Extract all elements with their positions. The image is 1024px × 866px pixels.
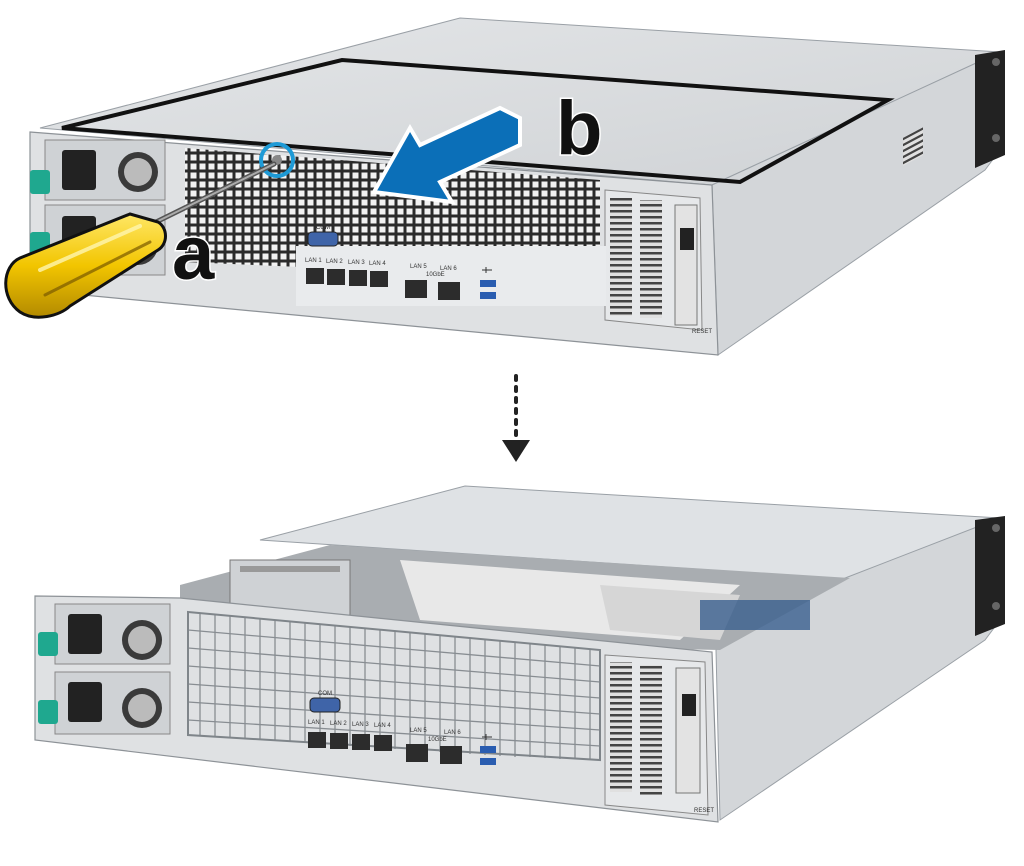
screw-highlight-icon — [259, 142, 295, 178]
psu-release-tab — [30, 170, 50, 194]
lan5-label-opened: LAN 5 — [410, 728, 427, 734]
com-label-opened: COM — [318, 691, 332, 697]
com-port — [307, 231, 339, 247]
lan6-label: LAN 6 — [440, 266, 457, 272]
usb-icon — [482, 734, 492, 740]
lan2-label-opened: LAN 2 — [330, 721, 347, 727]
lan4-label: LAN 4 — [369, 261, 386, 267]
lan4-label-opened: LAN 4 — [374, 723, 391, 729]
lan2-label: LAN 2 — [326, 259, 343, 265]
server-closed: RESET COM LAN 1 LAN 2 LAN 3 LAN 4 LAN 5 … — [4, 17, 1005, 356]
sliding-arrow-icon — [370, 105, 522, 205]
screwdriver-icon — [4, 161, 277, 319]
step-label-b: b — [556, 86, 602, 171]
psu-bays-opened — [38, 603, 171, 735]
down-arrow-icon — [502, 374, 530, 462]
lan3-label-opened: LAN 3 — [352, 722, 369, 728]
reset-label-opened: RESET — [694, 808, 714, 814]
com-port-opened — [309, 697, 341, 713]
usb-ports — [480, 267, 496, 299]
usb-ports-opened — [480, 734, 496, 765]
step-label-a: a — [172, 211, 215, 296]
top-cover-outline — [61, 57, 895, 185]
lan-ports — [306, 268, 460, 300]
lan1-label: LAN 1 — [305, 258, 322, 264]
lan5-label: LAN 5 — [410, 264, 427, 270]
com-label: COM — [316, 225, 330, 231]
lan1-label-opened: LAN 1 — [308, 720, 325, 726]
lan-ports-opened — [308, 732, 462, 764]
usb-icon — [482, 267, 492, 273]
psu-release-tab — [38, 632, 58, 656]
tengbe-label: 10GbE — [426, 272, 445, 278]
lan3-label: LAN 3 — [348, 260, 365, 266]
psu-release-tab — [38, 700, 58, 724]
reset-label: RESET — [692, 329, 712, 335]
lan6-label-opened: LAN 6 — [444, 730, 461, 736]
tengbe-label-opened: 10GbE — [428, 737, 447, 743]
server-opened: RESET COM LAN 1 LAN 2 LAN 3 LAN 4 LAN 5 … — [34, 485, 1005, 823]
